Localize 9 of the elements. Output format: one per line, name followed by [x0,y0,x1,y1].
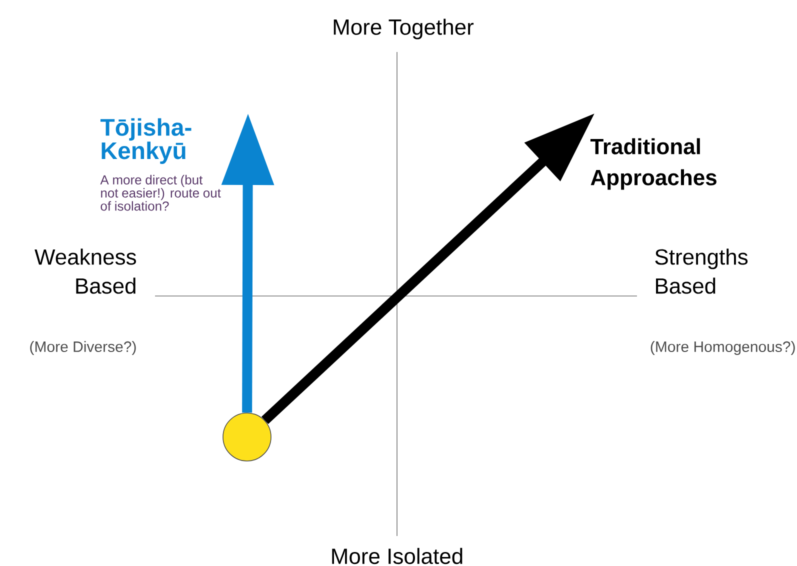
circle-marker [222,412,272,462]
axis-label: (More Diverse?) [30,341,136,355]
axis-label: More Isolated [332,548,462,564]
axis-label: Strengths Based [655,248,748,294]
axis-label: Weakness Based [34,248,136,294]
axis-label: More Together [334,18,474,40]
axis-label: (More Homogenous?) [650,341,795,355]
annotation-text: Traditional Approaches [590,138,716,190]
annotation-text: Tōjisha-Kenkyū A more direct (but not easier!) route out of isolation? [100,118,221,211]
